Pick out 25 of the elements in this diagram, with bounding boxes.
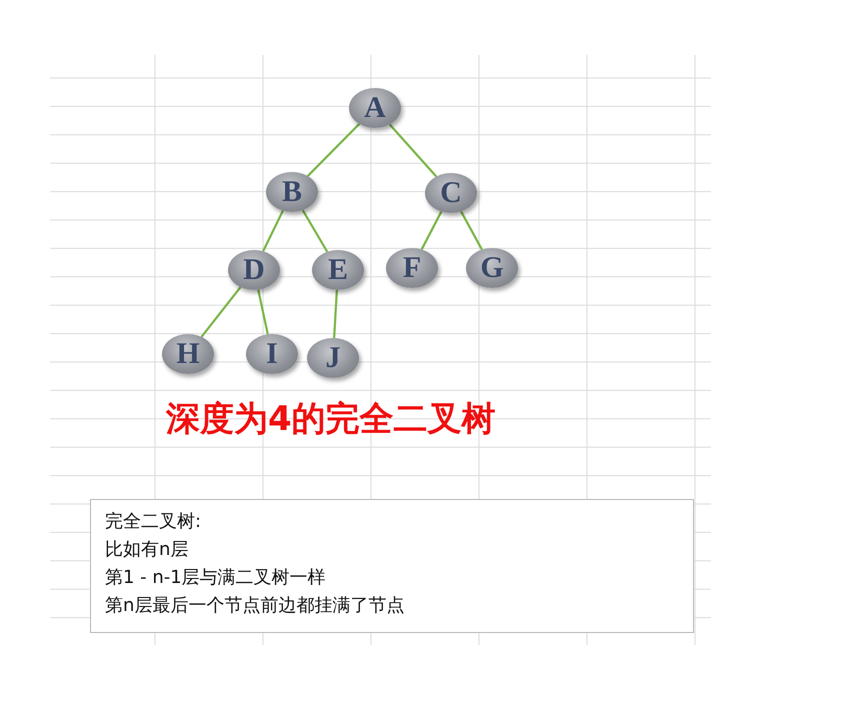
tree-edge	[200, 286, 242, 338]
tree-node: C	[425, 173, 477, 213]
note-box	[90, 499, 694, 633]
note-line: 完全二叉树:	[105, 510, 202, 534]
note-line: 比如有n层	[105, 538, 190, 562]
tree-node: B	[266, 172, 318, 212]
tree-node: J	[307, 338, 359, 378]
tree-edge	[262, 210, 284, 252]
tree-edge	[257, 290, 269, 334]
tree-node: D	[228, 250, 280, 290]
tree-node: A	[349, 88, 401, 128]
tree-edge	[306, 123, 360, 177]
tree-edge	[460, 210, 483, 250]
tree-node: G	[466, 248, 518, 288]
tree-edge	[302, 210, 328, 252]
tree-node: E	[312, 250, 364, 290]
note-line: 第1 - n-1层与满二叉树一样	[105, 566, 327, 590]
note-line: 第n层最后一个节点前边都挂满了节点	[105, 594, 406, 618]
tree-edge	[333, 290, 338, 338]
tree-node: H	[162, 334, 214, 374]
tree-node: I	[246, 334, 298, 374]
tree-edge	[420, 211, 442, 250]
tree-node: F	[386, 248, 438, 288]
caption: 深度为4的完全二叉树	[166, 398, 496, 441]
tree-edge	[388, 124, 438, 178]
